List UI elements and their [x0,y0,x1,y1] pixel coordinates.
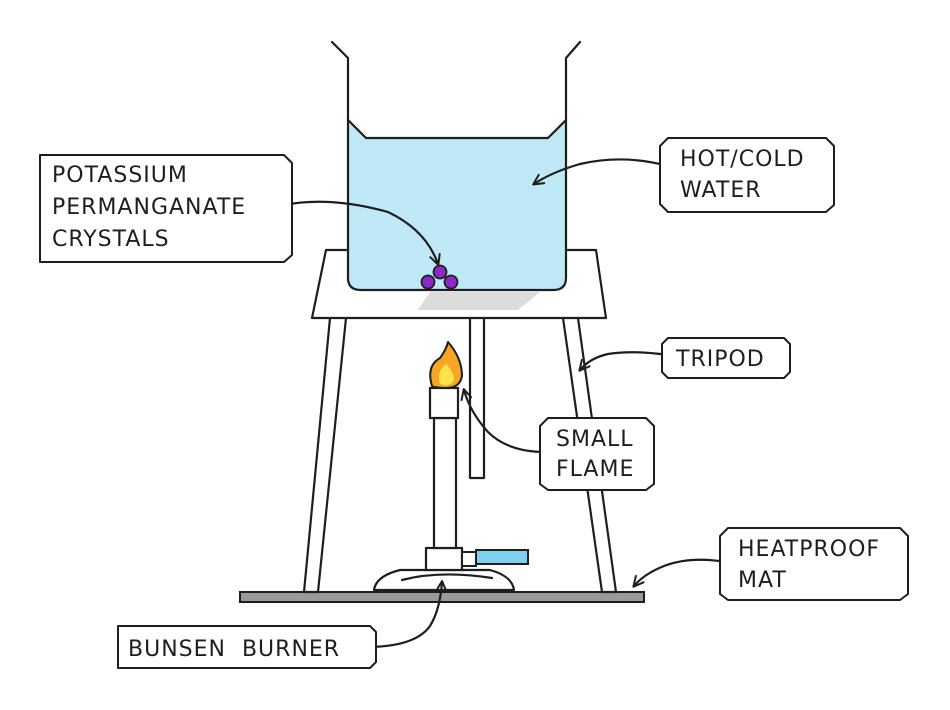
label-line: WATER [680,178,762,203]
label-line: MAT [738,568,787,593]
label-line: TRIPOD [675,347,765,372]
gas-inlet-tube [475,549,529,565]
water [348,120,566,290]
label-small-flame: SMALL FLAME [539,417,655,491]
bunsen-burner [372,341,529,592]
label-line: CRYSTALS [52,227,170,252]
label-line: BUNSEN BURNER [128,637,340,662]
potassium-permanganate-crystals [420,264,459,290]
label-hot-cold-water: HOT/COLD WATER [659,137,835,213]
beaker [330,40,582,292]
label-line: HOT/COLD [680,147,805,172]
flame [429,341,463,389]
label-potassium-permanganate: POTASSIUM PERMANGANATE CRYSTALS [39,154,293,263]
label-line: SMALL [556,427,634,452]
label-tripod: TRIPOD [661,337,791,379]
label-line: HEATPROOF [738,537,880,562]
heatproof-mat [239,591,645,603]
label-line: PERMANGANATE [52,195,246,220]
label-line: POTASSIUM [52,163,188,188]
label-bunsen-burner: BUNSEN BURNER [117,625,377,669]
label-line: FLAME [556,457,634,482]
label-heatproof-mat: HEATPROOF MAT [719,527,909,601]
